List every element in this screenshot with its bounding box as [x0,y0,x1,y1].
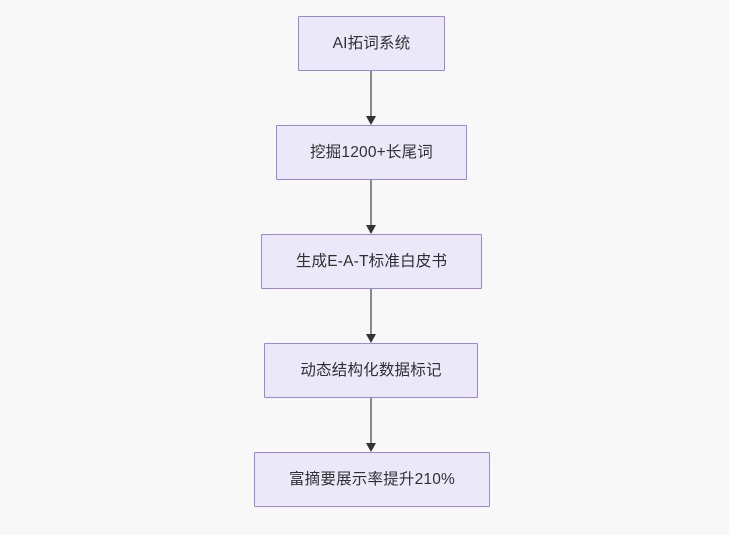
connector-line [370,180,372,226]
flow-node-label: 生成E-A-T标准白皮书 [295,252,448,270]
flow-connector-2-to-3 [361,180,381,234]
arrowhead-icon [365,443,376,452]
connector-line [370,289,372,335]
arrowhead-icon [365,116,376,125]
connector-line [370,71,372,117]
flow-node-label: 挖掘1200+长尾词 [309,143,434,161]
flow-node-label: 动态结构化数据标记 [300,361,442,379]
flow-node-dynamic-structured-data-markup[interactable]: 动态结构化数据标记 [264,343,478,398]
flow-node-label: AI拓词系统 [332,34,411,52]
flow-connector-3-to-4 [361,289,381,343]
flow-connector-4-to-5 [361,398,381,452]
arrowhead-icon [365,334,376,343]
arrowhead-icon [365,225,376,234]
flow-connector-1-to-2 [361,71,381,125]
connector-line [370,398,372,444]
flow-node-label: 富摘要展示率提升210% [288,470,456,488]
flow-node-mine-longtail-keywords[interactable]: 挖掘1200+长尾词 [276,125,467,180]
flow-node-rich-snippet-rate-increase[interactable]: 富摘要展示率提升210% [254,452,490,507]
flow-node-generate-eat-whitepaper[interactable]: 生成E-A-T标准白皮书 [261,234,482,289]
flow-node-ai-keyword-system[interactable]: AI拓词系统 [298,16,445,71]
